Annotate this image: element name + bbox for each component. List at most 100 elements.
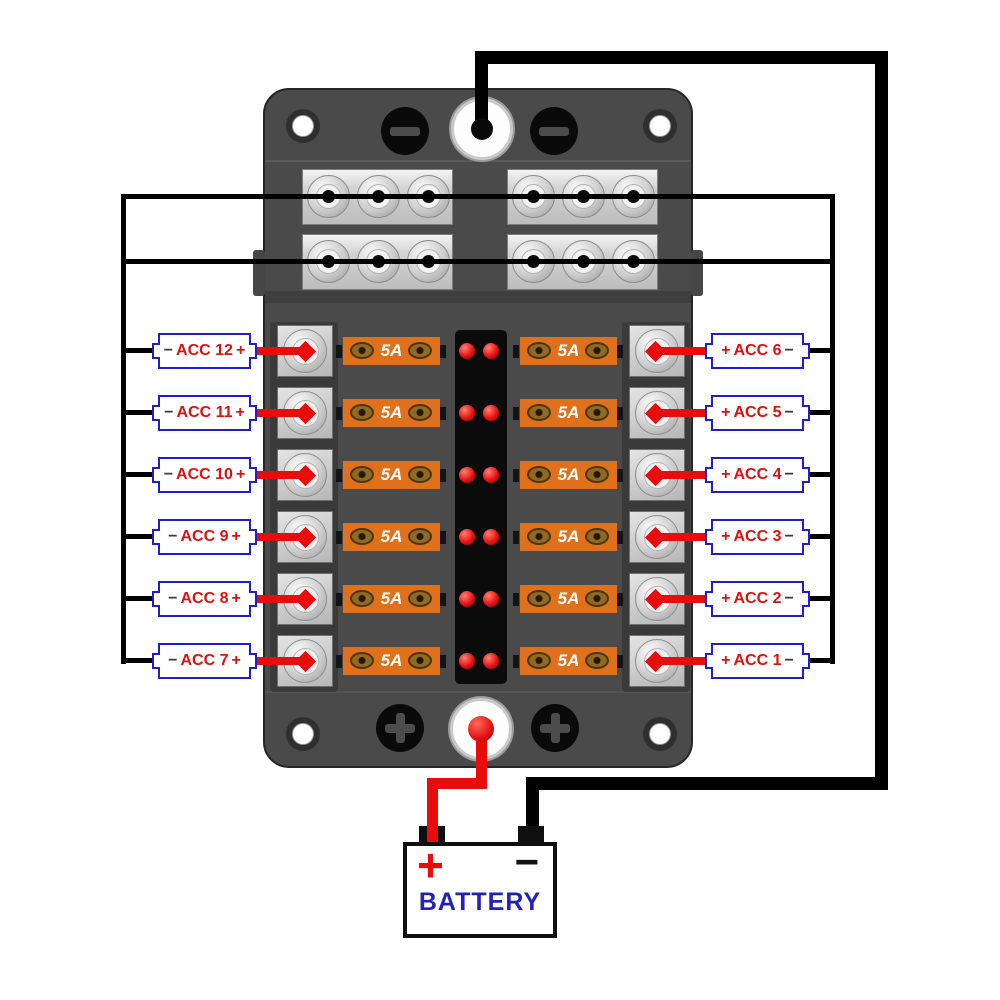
label-outline xyxy=(705,519,810,555)
fuse-5a: 5A xyxy=(520,461,617,489)
minus-screw-icon xyxy=(530,107,578,155)
battery-positive-wire-into-post xyxy=(427,826,438,842)
fuse-leg xyxy=(617,655,623,668)
acc-label-text: −ACC 8+ xyxy=(168,590,241,607)
mounting-hole-icon xyxy=(286,717,320,751)
polarity-sign: − xyxy=(164,404,174,421)
plus-screw-icon xyxy=(376,704,424,752)
led-indicator-icon xyxy=(483,591,499,607)
label-outline xyxy=(152,581,257,617)
polarity-sign: + xyxy=(231,590,241,607)
fuse-leg xyxy=(336,407,342,420)
polarity-sign: + xyxy=(721,342,731,359)
fuse-leg xyxy=(513,345,519,358)
fuse-leg xyxy=(513,407,519,420)
fuse-rating-label: 5A xyxy=(380,465,403,484)
label-outline xyxy=(705,395,810,431)
acc-label-text: −ACC 7+ xyxy=(168,652,241,669)
polarity-sign: − xyxy=(784,528,794,545)
fuse-leg xyxy=(440,531,446,544)
fuse-leg xyxy=(440,407,446,420)
acc-label-text: −ACC 12+ xyxy=(163,342,246,359)
acc-label-text: −ACC 9+ xyxy=(168,528,241,545)
led-indicator-icon xyxy=(459,405,475,421)
acc-label-11: −ACC 11+ xyxy=(152,393,257,433)
right-negative-bus-wire xyxy=(830,194,835,664)
fuse-rating-label: 5A xyxy=(557,589,580,608)
polarity-sign: + xyxy=(231,528,241,545)
positive-feed-wire xyxy=(655,471,706,479)
acc-label-text: +ACC 6− xyxy=(721,342,794,359)
negative-stub-wire xyxy=(808,534,835,539)
negative-bus-wire-bottom xyxy=(121,259,835,264)
fuse-5a: 5A xyxy=(343,647,440,675)
polarity-sign: − xyxy=(163,342,174,359)
positive-feed-wire xyxy=(655,657,706,665)
mounting-hole-icon xyxy=(643,109,677,143)
circuit-row: 5A 5A −ACC 12+ +ACC 6− xyxy=(0,320,1000,382)
led-indicator-icon xyxy=(459,529,475,545)
fuse-5a: 5A xyxy=(520,337,617,365)
fuse-leg xyxy=(513,593,519,606)
led-indicator-icon xyxy=(459,653,475,669)
battery: + − BATTERY xyxy=(403,838,557,938)
circuit-row: 5A 5A −ACC 11+ +ACC 5− xyxy=(0,382,1000,444)
positive-feed-wire xyxy=(655,533,706,541)
acc-label-text: +ACC 1− xyxy=(721,652,794,669)
body-recess xyxy=(265,291,691,303)
battery-negative-wire-stud-riser xyxy=(475,51,488,130)
acc-label-text: +ACC 3− xyxy=(721,528,794,545)
led-indicator-icon xyxy=(483,467,499,483)
acc-label-6: +ACC 6− xyxy=(705,331,810,371)
acc-label-10: −ACC 10+ xyxy=(152,455,257,495)
acc-label-3: +ACC 3− xyxy=(705,517,810,557)
mount-clip xyxy=(253,250,265,296)
fuse-leg xyxy=(440,345,446,358)
polarity-sign: − xyxy=(168,590,178,607)
fuse-leg xyxy=(513,655,519,668)
acc-label-text: +ACC 4− xyxy=(721,466,794,483)
led-indicator-icon xyxy=(459,343,475,359)
fuse-5a: 5A xyxy=(343,399,440,427)
fuse-leg xyxy=(440,593,446,606)
fuse-leg xyxy=(617,469,623,482)
led-strip xyxy=(455,330,507,684)
led-indicator-icon xyxy=(483,343,499,359)
negative-stub-wire xyxy=(808,348,835,353)
label-outline xyxy=(152,333,257,369)
label-outline xyxy=(152,519,257,555)
fuse-leg xyxy=(513,531,519,544)
fuse-leg xyxy=(336,593,342,606)
negative-stub-wire xyxy=(121,658,154,663)
polarity-sign: − xyxy=(163,466,174,483)
polarity-sign: + xyxy=(721,528,731,545)
left-negative-bus-wire xyxy=(121,194,126,664)
mounting-hole-icon xyxy=(643,717,677,751)
fuse-rating-label: 5A xyxy=(557,651,580,670)
fuse-5a: 5A xyxy=(343,585,440,613)
battery-negative-wire-right-run xyxy=(875,51,888,790)
positive-feed-wire xyxy=(257,409,307,417)
polarity-sign: − xyxy=(784,404,794,421)
terminal-column xyxy=(270,322,338,692)
polarity-sign: + xyxy=(235,404,245,421)
body-seam xyxy=(265,691,691,693)
label-outline xyxy=(705,457,810,493)
polarity-sign: + xyxy=(721,652,731,669)
battery-negative-sign: − xyxy=(514,838,539,885)
fuse-rating-label: 5A xyxy=(557,465,580,484)
label-outline xyxy=(705,643,810,679)
fuse-5a: 5A xyxy=(343,337,440,365)
positive-feed-wire xyxy=(655,595,706,603)
plus-screw-icon xyxy=(531,704,579,752)
label-outline xyxy=(152,457,257,493)
battery-positive-wire-run xyxy=(427,778,487,789)
negative-stub-wire xyxy=(121,596,154,601)
fuse-rating-label: 5A xyxy=(380,341,403,360)
positive-feed-wire xyxy=(257,595,307,603)
negative-stub-wire xyxy=(121,534,154,539)
fuse-leg xyxy=(440,469,446,482)
fuse-5a: 5A xyxy=(520,585,617,613)
negative-stub-wire xyxy=(808,410,835,415)
fuse-5a: 5A xyxy=(520,523,617,551)
